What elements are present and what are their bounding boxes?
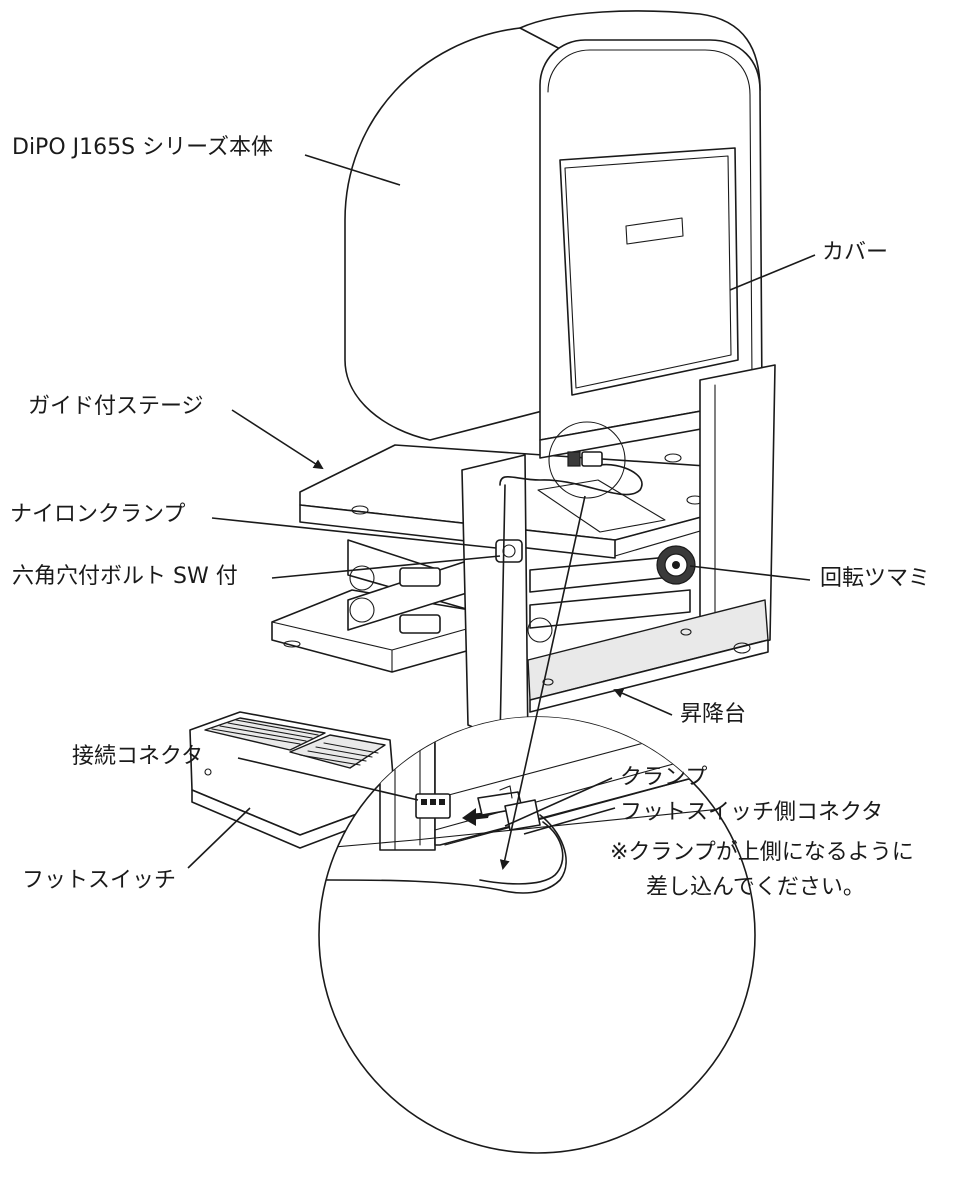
leader-foot-switch — [187, 807, 251, 869]
frame-column — [461, 364, 776, 751]
leader-zoom — [499, 495, 586, 870]
rotary-knob-assembly — [527, 545, 696, 643]
leader-connection-connector — [237, 757, 419, 801]
scissor-mechanism — [347, 539, 471, 634]
label-rotary-knob: 回転ツマミ — [820, 566, 931, 591]
leader-cover — [729, 254, 816, 291]
label-lift-table: 昇降台 — [680, 702, 747, 727]
leader-clamp — [504, 777, 613, 827]
label-nylon-clamp: ナイロンクランプ — [10, 502, 186, 527]
label-main-unit: DiPO J165S シリーズ本体 — [12, 135, 273, 160]
leader-rotary-knob — [689, 565, 811, 581]
label-connection-connector: 接続コネクタ — [72, 744, 204, 769]
label-foot-switch: フットスイッチ — [22, 868, 177, 893]
leader-hex-bolt — [271, 555, 501, 579]
leader-lines — [187, 154, 816, 870]
guided-stage — [299, 444, 766, 559]
nylon-clamp — [495, 539, 523, 563]
label-note-line2: 差し込んでください。 — [646, 875, 865, 900]
label-guided-stage: ガイド付ステージ — [28, 394, 204, 419]
label-clamp: クランプ — [620, 765, 708, 790]
leader-lift-table — [613, 688, 673, 716]
label-hex-bolt: 六角穴付ボルト SW 付 — [12, 564, 238, 589]
leader-main-unit — [304, 154, 401, 186]
leader-guided-stage — [231, 409, 324, 470]
connector-highlight-circle — [548, 421, 626, 499]
label-cover: カバー — [822, 240, 889, 265]
label-foot-switch-connector: フットスイッチ側コネクタ — [620, 800, 884, 825]
main-unit-body — [344, 10, 763, 459]
label-note-line1: ※クランプが上側になるように — [610, 840, 914, 865]
leader-foot-switch-connector — [523, 807, 616, 835]
leader-nylon-clamp — [211, 517, 497, 549]
